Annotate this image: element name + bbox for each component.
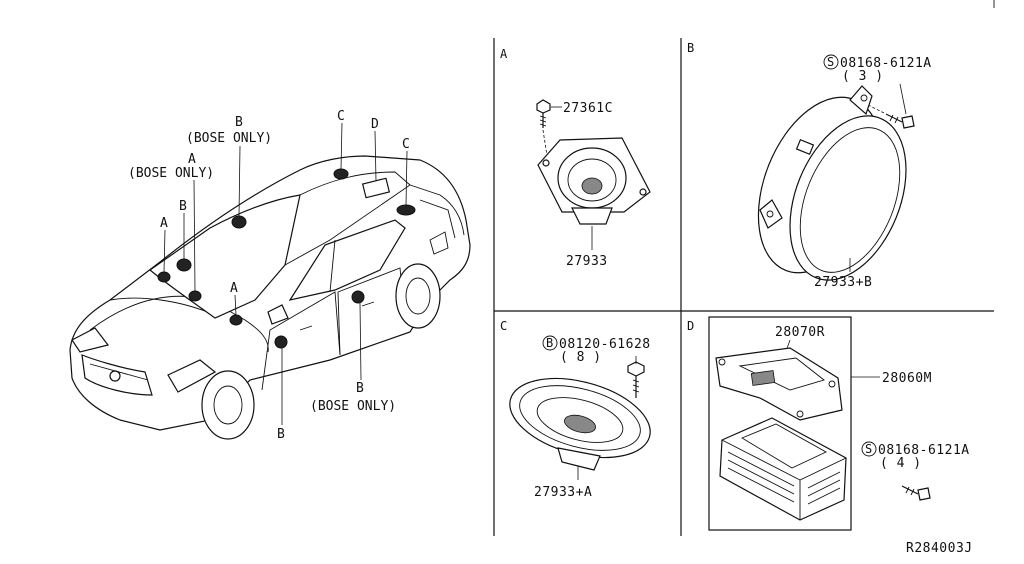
part-08168-6121a-b: 08168-6121A [840,56,932,71]
spk-c-right [396,204,416,216]
bolt-c [627,361,645,398]
part-08120-61628: 08120-61628 [559,337,651,352]
callout-a-bose-note: (BOSE ONLY) [128,166,214,181]
symbol-s-d-text: S [865,442,872,456]
panel-c-letter: C [500,319,507,333]
part-08168-6121a-d: 08168-6121A [878,443,970,458]
speaker-27933a [509,377,651,471]
spk-b-front-door [274,335,288,349]
panel-grid [493,0,995,536]
panel-c: C B 08120-61628 ( 8 ) 27933+A [500,319,651,500]
left-headlamp [71,327,110,353]
callout-b-top-letter: B [235,115,243,130]
callout-d: D [371,117,379,132]
qty-c: ( 8 ) [560,350,602,365]
callout-a-bose-letter: A [188,152,196,167]
emblem [109,370,121,382]
part-27933: 27933 [566,254,608,269]
lead-b-top [238,145,241,217]
panel-a: A 27361C 27933 [500,47,651,269]
diagram-id: R284003J [906,541,973,556]
lead-c-left [340,122,343,170]
side-windows [288,219,406,301]
spk-b-top [231,215,247,229]
grille-bar [89,363,149,381]
front-handle [299,325,313,331]
qty-d: ( 4 ) [880,456,922,471]
panel-d: D 28070R 28060M S 08168-6121A ( 4 ) [687,319,970,521]
part-28070r: 28070R [775,325,825,340]
part-28060m: 28060M [882,371,932,386]
rear-wheel [395,263,441,329]
symbol-b-c-text: B [546,336,553,350]
callout-a-left: A [160,216,168,231]
panel-d-box [708,316,852,531]
front-wheel [201,370,255,440]
lead-screw-b [899,83,907,115]
callout-b-bottom: B [277,427,285,442]
lead-a-bose [193,179,196,292]
spk-a-mid [229,314,243,326]
panel-d-letter: D [687,319,694,333]
right-headlamp [167,359,217,393]
part-27933b: 27933+B [814,275,872,290]
callout-a-mid: A [230,281,238,296]
screw-b [885,113,915,129]
bracket-28070r [715,347,843,421]
lead-a-left [163,229,166,273]
qty-b: ( 3 ) [842,69,884,84]
symbol-s-b-text: S [827,55,834,69]
front-rim [213,385,243,425]
panel-b-letter: B [687,41,694,55]
trunk-edge [419,199,456,239]
roof-line [284,171,411,266]
callout-b-top-note: (BOSE ONLY) [186,131,272,146]
windshield [149,194,301,319]
callout-b-rear-letter: B [356,381,364,396]
lead-b-rear [359,302,362,381]
rear-glass [409,184,465,236]
spk-b-left [176,258,192,272]
rear-handle [361,301,375,307]
panel-a-letter: A [500,47,508,61]
part-27933a: 27933+A [534,485,592,500]
fuel-lid [429,231,449,255]
amplifier-28060m [719,417,847,521]
panel-b: B S 08168-6121A ( 3 ) 27933+B [687,41,932,290]
symbol-s-d [861,441,877,457]
front-door [261,291,341,391]
tweeter-27933 [537,137,651,225]
part-27361c: 27361C [563,101,613,116]
callout-b-left: B [179,199,187,214]
callout-c-left: C [337,109,345,124]
spk-c-left [333,168,349,180]
lead-d [374,130,377,182]
screw-d [901,485,931,501]
callout-b-rear-note: (BOSE ONLY) [310,399,396,414]
speaker-27933b [757,85,907,281]
spk-a-bose [188,290,202,302]
lead-a-mid [234,294,237,316]
spk-a-left [157,271,171,283]
symbol-s-b [823,54,839,70]
symbol-b-c [542,335,558,351]
screw-27361c [536,99,551,128]
car-body [69,155,471,431]
b-pillar [329,239,336,293]
amp-d-location [361,177,391,199]
lead-c-right [405,150,408,206]
car-illustration: A B A (BOSE ONLY) B (BOSE ONLY) A B B (B… [69,109,471,442]
spk-b-rear-door [351,290,365,304]
callout-c-right: C [402,137,410,152]
side-mirror [267,304,289,325]
rear-rim [405,277,431,315]
